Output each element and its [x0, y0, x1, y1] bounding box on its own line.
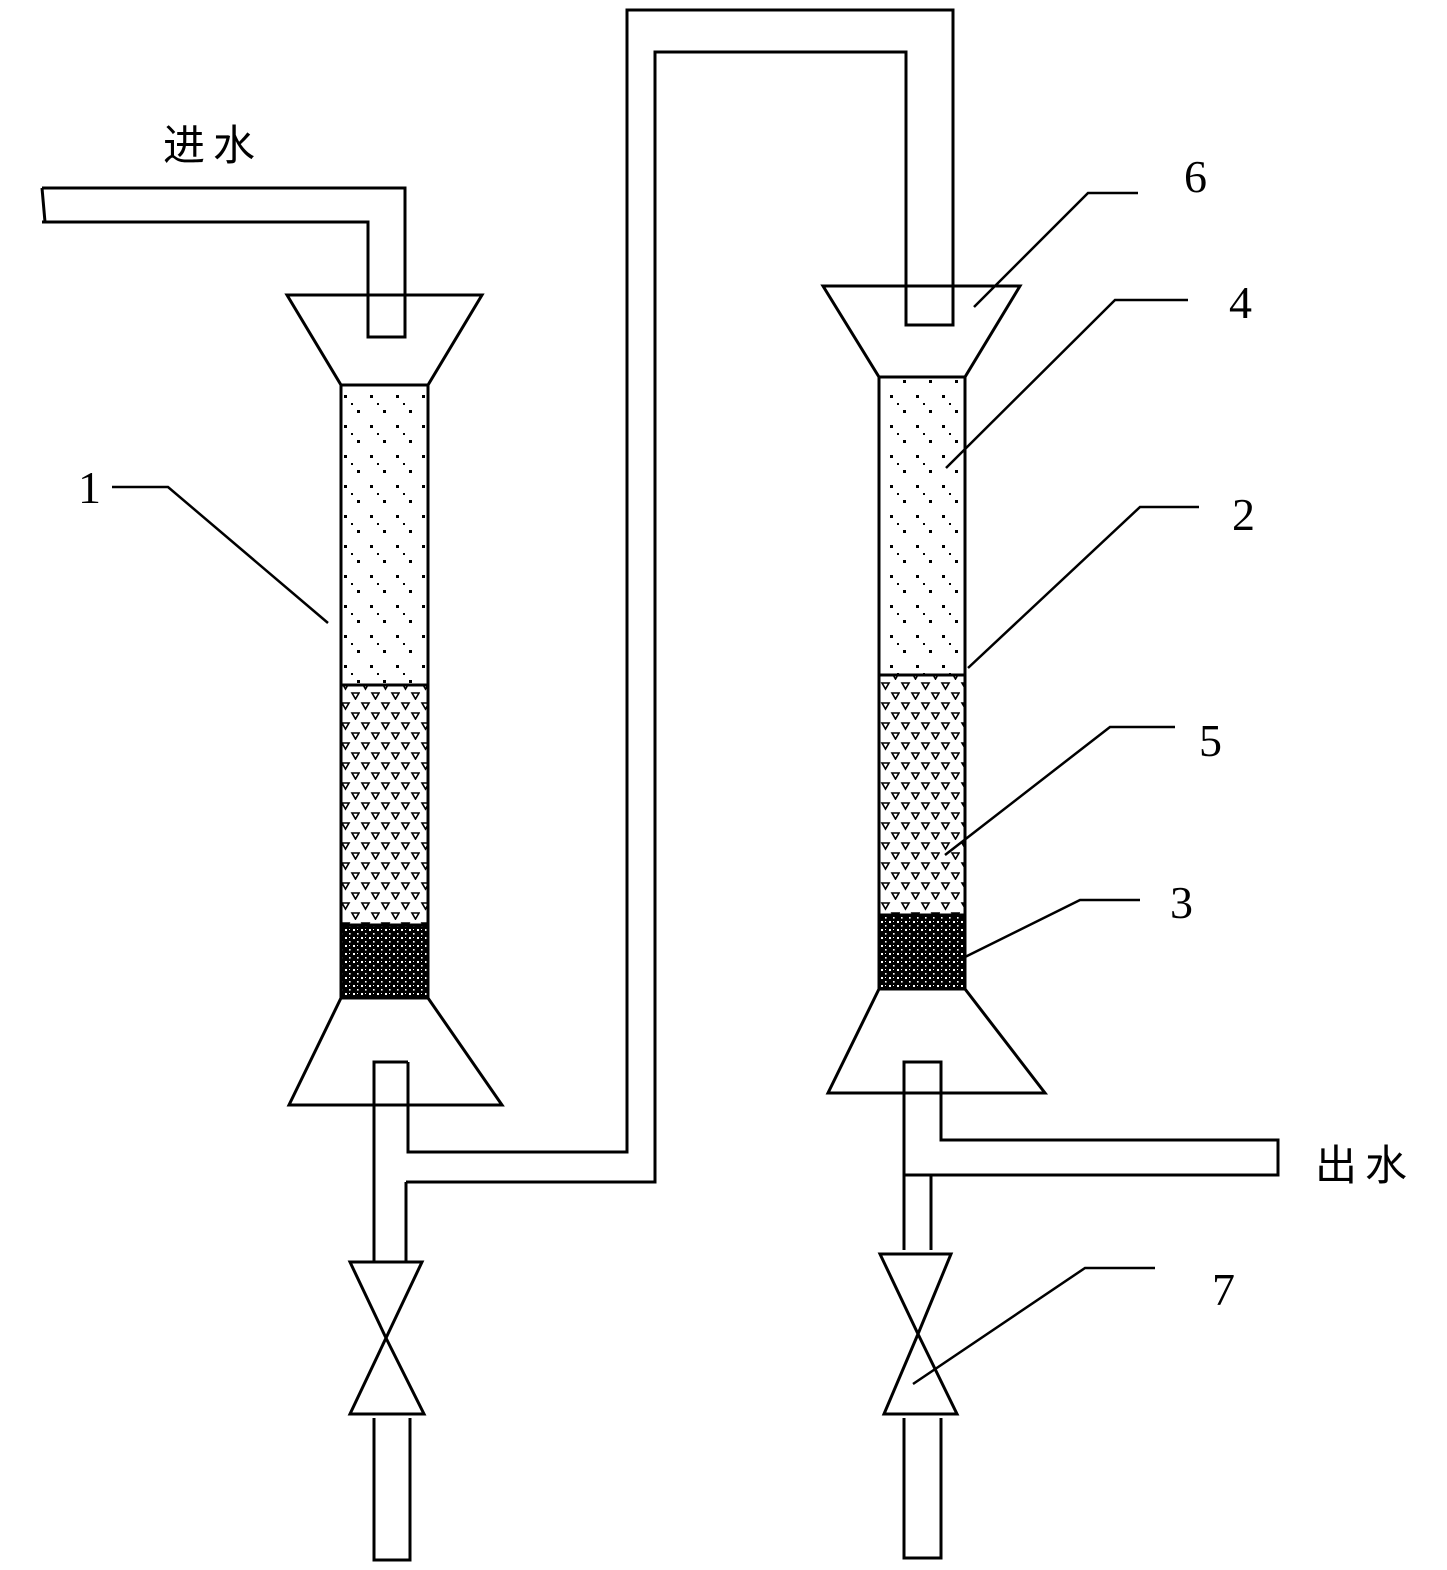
- column-2-valve: [880, 1254, 957, 1414]
- label-column-2: 2: [1232, 489, 1255, 540]
- filter-column-2: [823, 286, 1045, 1093]
- label-gravel-layer: 3: [1170, 877, 1193, 928]
- column-1-top-funnel: [287, 295, 482, 385]
- column-2-top-funnel: [823, 286, 1020, 377]
- column-1-gravel-layer: [341, 925, 428, 998]
- outlet-label: 出水: [1315, 1141, 1415, 1190]
- column-1-fine-media: [341, 385, 428, 685]
- column-2-gravel-layer: [879, 915, 965, 989]
- inlet-label: 进水: [163, 121, 263, 170]
- label-upper-media: 4: [1229, 277, 1252, 328]
- label-column-1: 1: [78, 462, 101, 513]
- column-1-valve: [350, 1262, 424, 1414]
- column-1-granular-media: [341, 685, 428, 925]
- column-1-drain: [350, 1062, 424, 1560]
- column-2-granular-media: [879, 675, 965, 915]
- label-lower-media: 5: [1199, 715, 1222, 766]
- label-valve: 7: [1212, 1264, 1235, 1315]
- column-2-bottom-funnel: [828, 989, 1045, 1093]
- label-top-funnel: 6: [1184, 151, 1207, 202]
- filter-column-1: [287, 295, 502, 1105]
- column-1-bottom-funnel: [289, 998, 502, 1105]
- inlet-pipe: [42, 188, 405, 337]
- column-2-fine-media: [879, 377, 965, 675]
